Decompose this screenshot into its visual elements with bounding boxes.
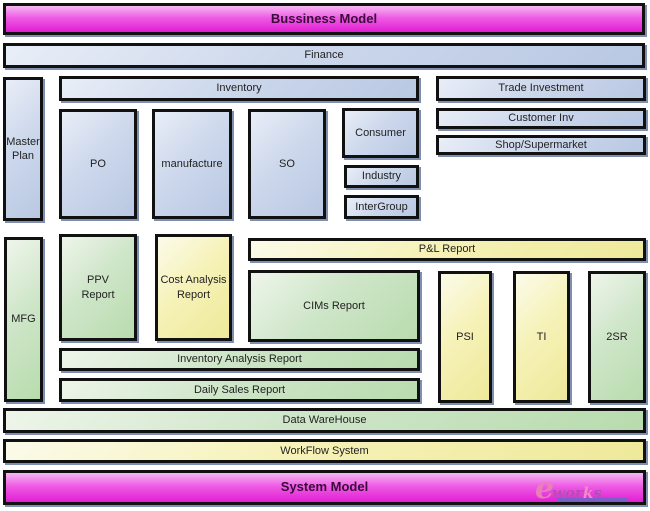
customer-inv-box: Customer Inv (436, 108, 646, 129)
cims-report-box: CIMs Report (248, 270, 420, 342)
inventory-label: Inventory (216, 82, 262, 95)
finance-box: Finance (3, 43, 645, 68)
mfg-box: MFG (4, 237, 43, 402)
po-box: PO (59, 109, 137, 219)
inventory-analysis-report-box: Inventory Analysis Report (59, 348, 420, 371)
industry-box: Industry (344, 165, 419, 188)
manufacture-box: manufacture (152, 109, 232, 219)
psi-label: PSI (456, 330, 474, 343)
ti-label: TI (536, 330, 547, 343)
logo-k: k (582, 484, 594, 502)
manufacture-label: manufacture (161, 157, 223, 170)
2sr-label: 2SR (606, 330, 628, 343)
customer-inv-label: Customer Inv (508, 112, 574, 125)
eworks-logo: e wor k s (535, 471, 635, 506)
cims-report-label: CIMs Report (303, 299, 365, 312)
master-plan-label: Master Plan (6, 135, 40, 162)
cost-analysis-report-label: Cost Analysis Report (160, 274, 227, 301)
pl-report-box: P&L Report (248, 238, 646, 261)
data-warehouse-label: Data WareHouse (282, 414, 367, 427)
intergroup-label: InterGroup (355, 200, 408, 213)
business-model-layer: Bussiness Model (3, 3, 645, 35)
so-label: SO (279, 157, 295, 170)
system-model-layer: System Model e wor k s (3, 470, 646, 505)
inventory-box: Inventory (59, 76, 419, 101)
daily-sales-report-box: Daily Sales Report (59, 378, 420, 402)
ppv-report-label: PPV Report (81, 274, 115, 301)
workflow-system-label: WorkFlow System (280, 444, 369, 457)
logo-underline (557, 498, 627, 501)
pl-report-label: P&L Report (418, 243, 476, 256)
ppv-report-box: PPV Report (59, 234, 137, 341)
shop-supermarket-box: Shop/Supermarket (436, 135, 646, 155)
trade-investment-box: Trade Investment (436, 76, 646, 101)
so-box: SO (248, 109, 326, 219)
mfg-label: MFG (11, 313, 36, 326)
consumer-box: Consumer (342, 108, 419, 158)
cost-analysis-report-box: Cost Analysis Report (155, 234, 232, 341)
2sr-box: 2SR (588, 271, 646, 403)
trade-investment-label: Trade Investment (498, 82, 584, 95)
inventory-analysis-report-label: Inventory Analysis Report (177, 353, 302, 366)
finance-label: Finance (304, 49, 344, 62)
po-label: PO (90, 157, 106, 170)
logo-wor: wor (552, 484, 583, 502)
shop-supermarket-label: Shop/Supermarket (495, 138, 587, 151)
intergroup-box: InterGroup (344, 195, 419, 219)
psi-box: PSI (438, 271, 492, 403)
industry-label: Industry (361, 170, 402, 183)
daily-sales-report-label: Daily Sales Report (193, 383, 286, 396)
logo-e: e (535, 471, 555, 506)
ti-box: TI (513, 271, 570, 403)
system-model-label: System Model (280, 479, 369, 495)
logo-s: s (593, 484, 602, 502)
business-model-label: Bussiness Model (270, 10, 378, 26)
master-plan-box: Master Plan (3, 77, 43, 221)
workflow-system-box: WorkFlow System (3, 439, 646, 463)
data-warehouse-box: Data WareHouse (3, 408, 646, 433)
consumer-label: Consumer (355, 126, 406, 139)
